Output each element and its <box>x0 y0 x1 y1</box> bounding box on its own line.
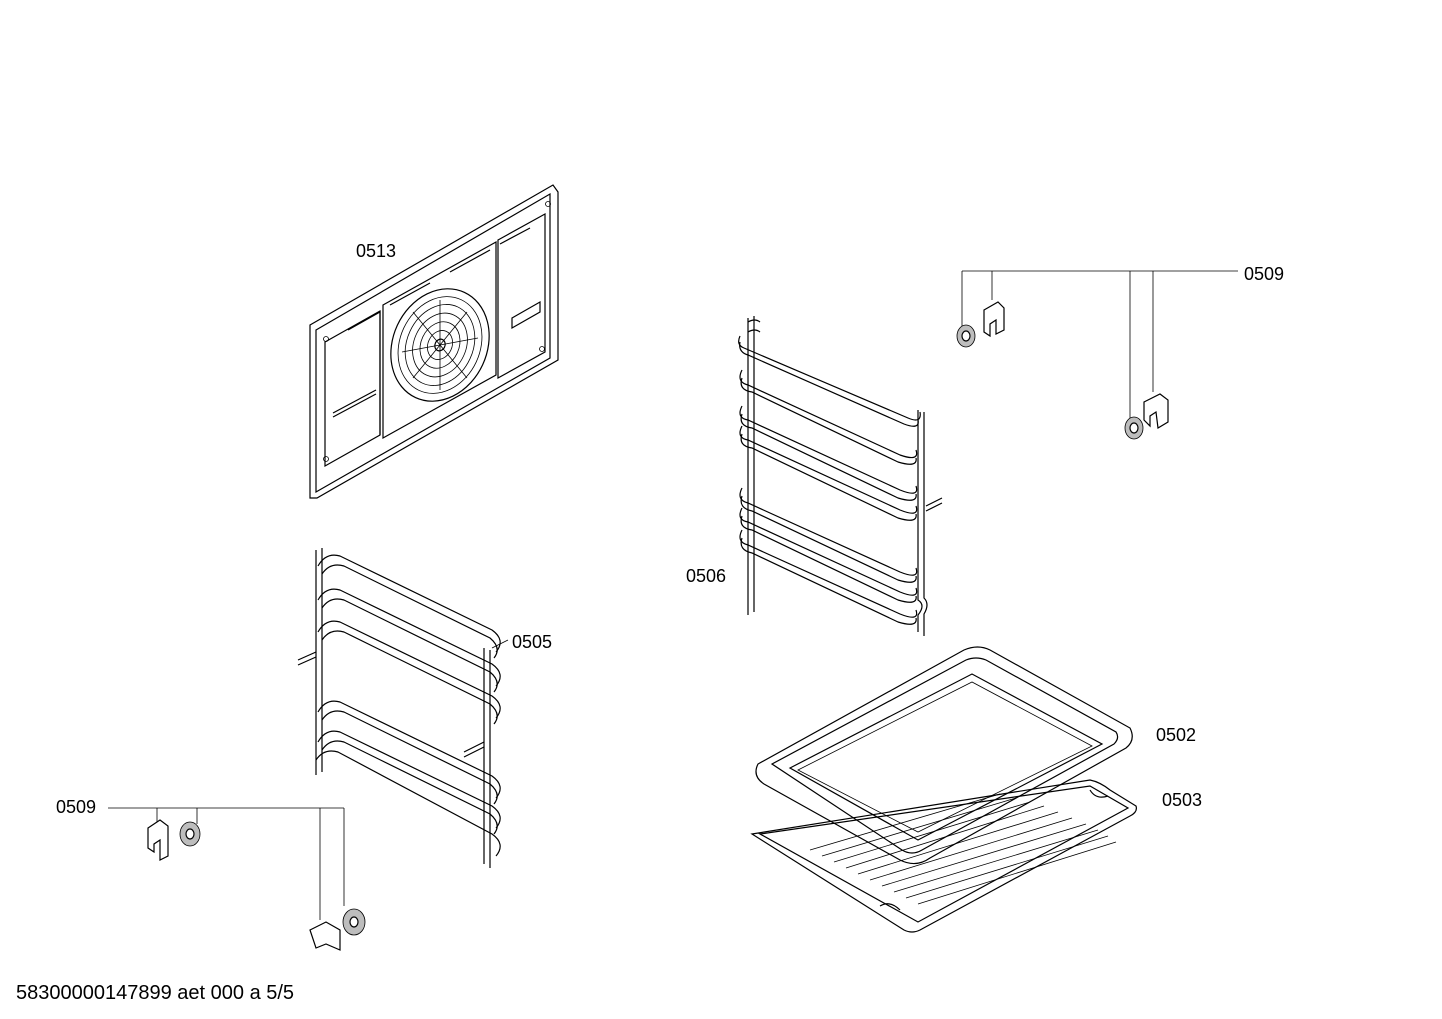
label-0502: 0502 <box>1156 725 1197 745</box>
baking-tray <box>755 646 1133 865</box>
label-0503: 0503 <box>1162 790 1203 810</box>
clip-bracket-icon <box>983 301 1005 338</box>
fan-guard <box>390 288 490 402</box>
label-0505: 0505 <box>512 632 553 652</box>
label-0509-left: 0509 <box>56 797 97 817</box>
left-side-rack <box>297 548 501 868</box>
grid-shelf <box>750 779 1137 933</box>
label-0509-right: 0509 <box>1244 264 1285 284</box>
label-0506: 0506 <box>686 566 727 586</box>
clip-bracket-icon <box>1143 393 1169 429</box>
clip-bracket-icon <box>309 921 341 951</box>
left-clips-group <box>108 807 366 951</box>
right-clips-group <box>956 270 1238 440</box>
document-footer: 58300000147899 aet 000 a 5/5 <box>16 982 295 1004</box>
leader-line <box>491 639 509 649</box>
right-side-rack <box>738 316 943 636</box>
label-0513: 0513 <box>356 241 397 261</box>
clip-bracket-icon <box>147 819 169 861</box>
fan-cover-panel <box>309 184 559 499</box>
